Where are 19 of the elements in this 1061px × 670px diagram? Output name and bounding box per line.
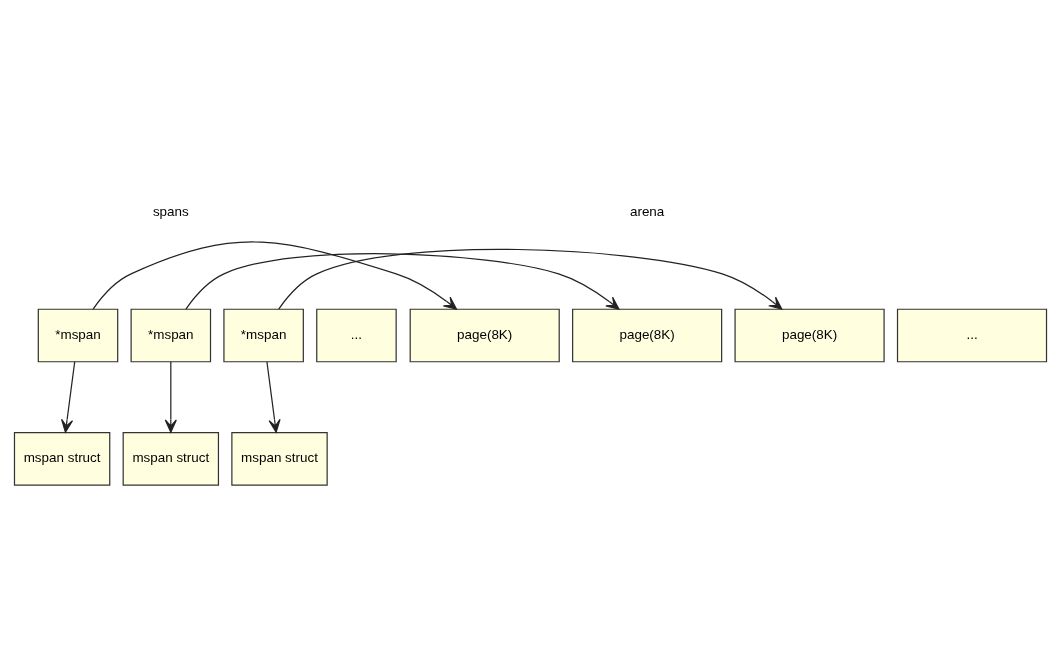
node-box: *mspan: [130, 308, 212, 362]
arrow: [266, 360, 281, 433]
node-box: ...: [316, 308, 397, 362]
label: arena: [629, 203, 665, 219]
node-box: mspan struct: [13, 431, 111, 486]
node-box: *mspan: [223, 308, 304, 362]
node-box: ...: [896, 308, 1048, 362]
node-box: page(8K): [572, 308, 723, 362]
label: spans: [152, 203, 189, 219]
arrow: [92, 241, 458, 310]
arrow: [164, 360, 177, 433]
arrow: [185, 252, 620, 310]
node-box: mspan struct: [122, 431, 220, 486]
node-box: *mspan: [37, 308, 119, 362]
node-box: page(8K): [409, 308, 560, 362]
node-box: mspan struct: [231, 431, 328, 486]
arrow: [278, 248, 783, 310]
arrow: [61, 360, 76, 433]
node-box: page(8K): [734, 308, 885, 362]
